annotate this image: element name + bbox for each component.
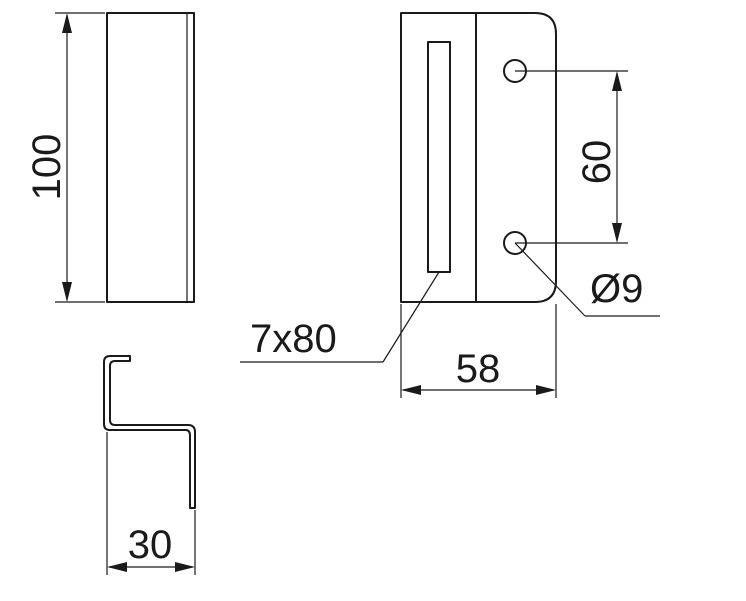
- dimension-front-width: 58: [400, 304, 557, 398]
- dimension-slot: 7x80: [240, 271, 440, 363]
- profile-view: [103, 355, 196, 509]
- dimension-label-slot: 7x80: [250, 317, 337, 361]
- dimension-label-hole-spacing: 60: [575, 140, 619, 185]
- arrow-left: [107, 562, 127, 572]
- profile-outline: [103, 355, 196, 509]
- slot: [427, 41, 451, 273]
- dimension-profile-width: 30: [106, 432, 196, 575]
- dimension-label-hole-diameter: Ø9: [590, 267, 643, 311]
- dimension-label-front-width: 58: [456, 347, 501, 391]
- arrow-down: [62, 282, 72, 302]
- arrow-right: [175, 562, 195, 572]
- dimension-height: 100: [25, 12, 105, 303]
- front-view-outline: [400, 12, 557, 303]
- arrow-left: [401, 385, 421, 395]
- side-view: [106, 12, 195, 303]
- arrow-up: [62, 13, 72, 33]
- arrow-up: [612, 71, 622, 91]
- arrow-down: [612, 223, 622, 243]
- dimension-hole-diameter: Ø9: [514, 242, 660, 317]
- front-view: [400, 12, 557, 303]
- side-view-body: [106, 12, 195, 303]
- dimension-label-profile-width: 30: [128, 523, 173, 567]
- dimension-label-height: 100: [25, 134, 69, 201]
- arrow-right: [536, 385, 556, 395]
- leader-line-hole: [514, 242, 586, 317]
- dimension-hole-spacing: 60: [515, 70, 628, 244]
- leader-line-slot: [382, 271, 440, 363]
